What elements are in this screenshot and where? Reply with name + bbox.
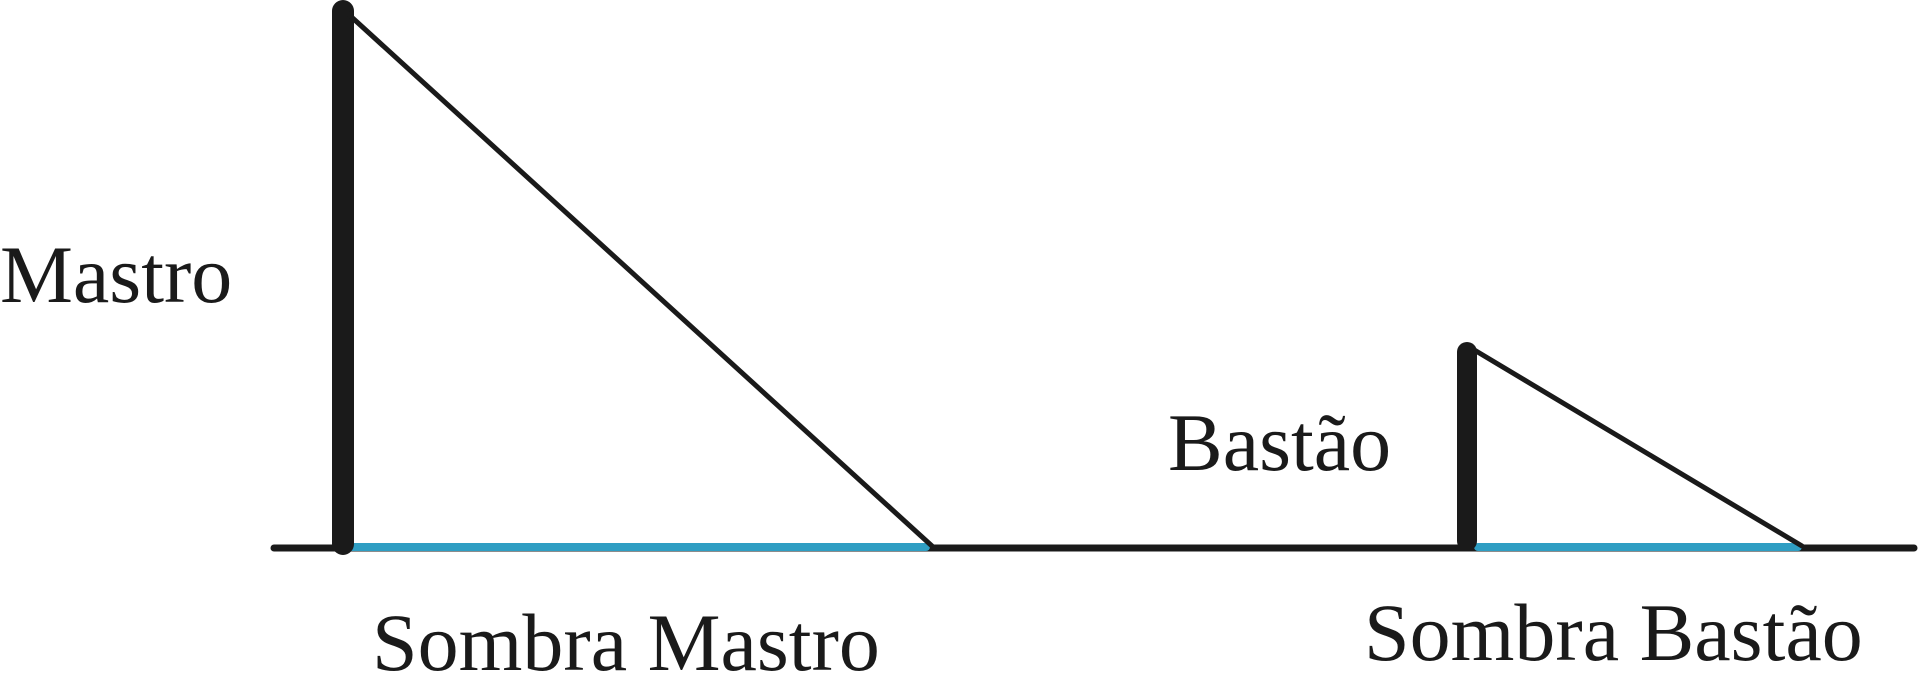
stick-label: Bastão [1168,397,1391,488]
mast-label: Mastro [0,229,232,320]
stick-shadow-label: Sombra Bastão [1364,587,1863,674]
stick-sun-ray [1468,345,1805,549]
mast-sun-ray [343,9,935,549]
mast-shadow-label: Sombra Mastro [372,597,880,674]
